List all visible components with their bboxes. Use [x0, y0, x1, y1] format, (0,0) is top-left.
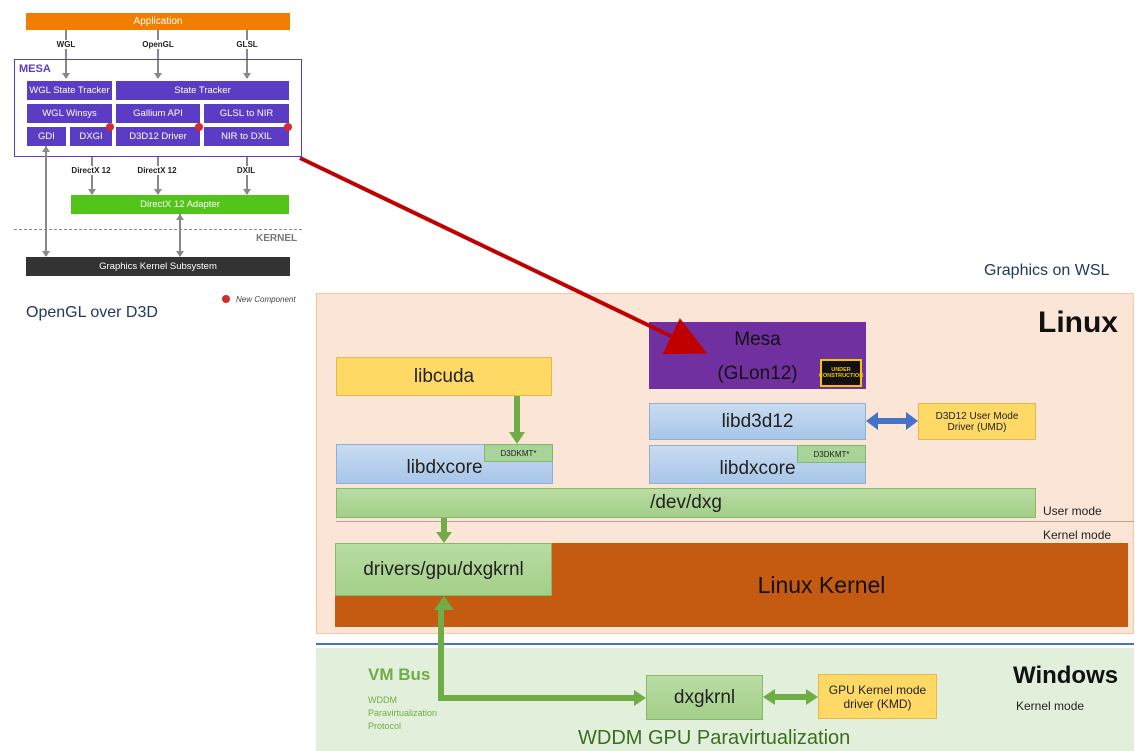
linux-windows-separator — [316, 643, 1134, 645]
application-bar: Application — [26, 13, 290, 30]
under-construction-sign: UNDER CONSTRUCTION — [819, 359, 863, 387]
wsl-title: Graphics on WSL — [984, 262, 1110, 279]
graphics-kernel-subsystem: Graphics Kernel Subsystem — [26, 257, 290, 276]
dxil-arrow — [246, 157, 248, 194]
out-label-dx12-2: DirectX 12 — [127, 166, 187, 175]
vmbus-sub-1: WDDM — [368, 695, 397, 705]
dx12-arrow-left — [91, 157, 93, 194]
user-kernel-divider — [336, 521, 1134, 522]
d3dkmt-left-tag: D3DKMT* — [484, 444, 553, 462]
dxgi: DXGI — [70, 127, 112, 146]
libdxcore-right-label: libdxcore — [719, 457, 796, 479]
adapter-kernel-arrow — [179, 214, 181, 256]
mesa-line1: Mesa — [734, 328, 781, 350]
api-label-opengl: OpenGL — [128, 40, 188, 49]
gdi-kernel-arrow — [45, 146, 47, 256]
d3dkmt-right-tag: D3DKMT* — [797, 445, 866, 463]
dxgkrnl-linux-box: drivers/gpu/dxgkrnl — [335, 543, 552, 596]
out-label-dxil: DXIL — [216, 166, 276, 175]
glsl-arrow — [246, 30, 248, 78]
legend-dot — [222, 295, 230, 303]
opengl-arrow — [157, 30, 159, 78]
kernel-label: KERNEL — [256, 233, 298, 244]
dx12-arrow-mid — [157, 157, 159, 194]
opengl-over-d3d-caption: OpenGL over D3D — [26, 304, 158, 321]
wgl-winsys: WGL Winsys — [27, 104, 112, 123]
kmd-box: GPU Kernel mode driver (KMD) — [818, 674, 937, 719]
new-component-dot-nir-dxil — [284, 123, 292, 131]
vmbus-sub-2: Paravirtualization — [368, 708, 438, 718]
vmbus-sub-3: Protocol — [368, 721, 402, 731]
vmbus-label: VM Bus — [368, 665, 431, 684]
wddm-footer: WDDM GPU Paravirtualization — [578, 727, 851, 749]
kernel-divider — [14, 229, 302, 230]
glsl-to-nir: GLSL to NIR — [204, 104, 289, 123]
libdxcore-left-label: libdxcore — [406, 457, 483, 478]
opengl-over-d3d-diagram: Application WGL OpenGL GLSL MESA WGL Sta… — [0, 0, 310, 330]
nir-to-dxil: NIR to DXIL — [204, 127, 289, 146]
legend-text: New Component — [236, 295, 296, 304]
state-tracker: State Tracker — [116, 81, 289, 100]
devdxg-box: /dev/dxg — [336, 488, 1036, 518]
api-label-wgl: WGL — [36, 40, 96, 49]
kernel-mode-label: Kernel mode — [1043, 528, 1112, 542]
mesa-line2: (GLon12) — [717, 362, 798, 384]
wgl-arrow — [65, 30, 67, 78]
api-label-glsl: GLSL — [217, 40, 277, 49]
libcuda-box: libcuda — [336, 357, 552, 396]
mesa-container: MESA — [14, 59, 302, 157]
linux-label: Linux — [1038, 306, 1118, 339]
gdi: GDI — [27, 127, 66, 146]
new-component-dot-dxgi — [106, 123, 114, 131]
directx12-adapter: DirectX 12 Adapter — [71, 195, 289, 214]
d3d12-driver: D3D12 Driver — [116, 127, 200, 146]
new-component-dot-d3d12 — [195, 123, 203, 131]
mesa-label: MESA — [19, 63, 51, 75]
umd-box: D3D12 User Mode Driver (UMD) — [918, 403, 1036, 440]
windows-kernel-mode-label: Kernel mode — [1016, 699, 1085, 713]
vmbus-subtext: WDDM Paravirtualization Protocol — [368, 694, 437, 733]
out-label-dx12-1: DirectX 12 — [61, 166, 121, 175]
libd3d12-box: libd3d12 — [649, 403, 866, 440]
dxgkrnl-windows-box: dxgkrnl — [646, 675, 763, 720]
user-mode-label: User mode — [1043, 504, 1102, 518]
wgl-state-tracker: WGL State Tracker — [27, 81, 112, 100]
gallium-api: Gallium API — [116, 104, 200, 123]
linux-kernel-label: Linux Kernel — [757, 571, 886, 598]
windows-label: Windows — [1013, 662, 1119, 689]
